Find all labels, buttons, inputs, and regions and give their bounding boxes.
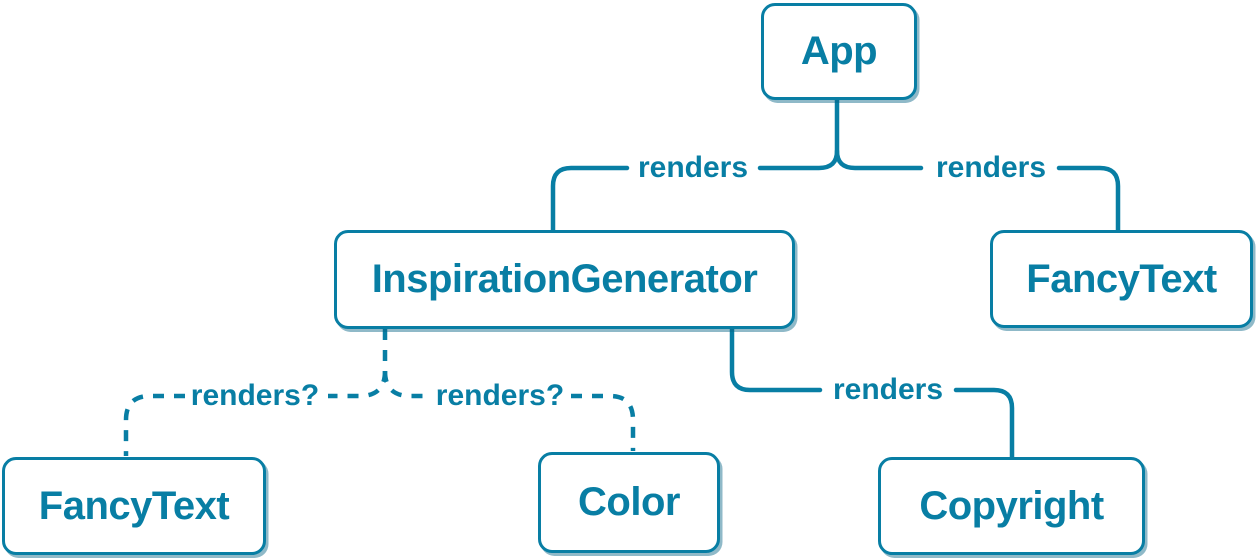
node-fancy-text-bottom-label: FancyText <box>38 483 230 528</box>
edge-label-app-inspirationgenerator: renders <box>637 151 749 184</box>
edge-app-to-inspirationgenerator-line2 <box>550 165 630 234</box>
edge-inspirationgenerator-to-fancytext-dashed-line2 <box>123 393 185 456</box>
edge-app-to-fancytext-line <box>834 148 924 171</box>
edge-label-app-fancytext: renders <box>935 151 1047 184</box>
edge-inspirationgenerator-to-fancytext-dashed-line <box>328 370 388 399</box>
node-app-label: App <box>800 29 878 73</box>
node-inspiration-generator-label: InspirationGenerator <box>371 257 758 301</box>
edge-inspirationgenerator-to-copyright-line2 <box>953 387 1015 461</box>
edge-inspirationgenerator-to-color-dashed-line <box>382 370 430 399</box>
edge-inspirationgenerator-to-color-dashed-line2 <box>571 393 636 451</box>
edge-label-inspirationgenerator-color: renders? <box>435 379 565 412</box>
node-copyright: Copyright <box>878 457 1145 555</box>
edge-inspirationgenerator-to-copyright-line <box>729 326 823 393</box>
edge-app-to-fancytext-line2 <box>1056 165 1121 234</box>
edge-label-inspirationgenerator-fancytext: renders? <box>190 379 320 412</box>
node-fancy-text-top-label: FancyText <box>1026 256 1217 301</box>
edge-label-inspirationgenerator-copyright: renders <box>832 373 944 406</box>
node-fancy-text-bottom: FancyText <box>2 457 266 555</box>
node-color-label: Color <box>578 480 680 524</box>
edge-app-to-inspirationgenerator-line <box>757 97 840 171</box>
node-app: App <box>761 3 917 100</box>
node-inspiration-generator: InspirationGenerator <box>334 230 795 329</box>
node-color: Color <box>538 452 720 553</box>
node-copyright-label: Copyright <box>919 483 1104 528</box>
node-fancy-text-top: FancyText <box>990 230 1253 328</box>
